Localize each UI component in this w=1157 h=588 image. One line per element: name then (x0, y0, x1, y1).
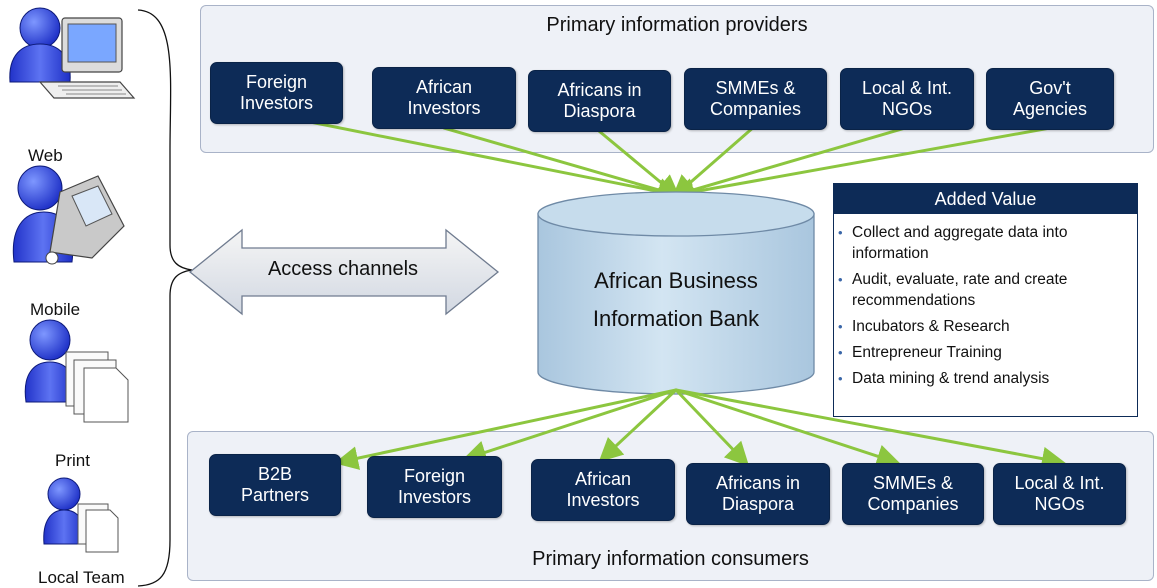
access-channels-arrow (188, 228, 500, 316)
added-value-item: Audit, evaluate, rate and create recomme… (838, 269, 1127, 311)
information-bank-label: African Business Information Bank (538, 262, 814, 338)
mobile-user-icon (12, 165, 125, 265)
computer-user-icon (9, 7, 136, 99)
added-value-title: Added Value (834, 184, 1137, 214)
provider-govt-agencies: Gov't Agencies (986, 68, 1114, 130)
added-value-item: Collect and aggregate data into informat… (838, 222, 1127, 264)
provider-smmes-companies: SMMEs & Companies (684, 68, 827, 130)
consumer-b2b-partners: B2B Partners (209, 454, 341, 516)
information-bank-database (537, 191, 815, 395)
local-team-user-icon (43, 477, 119, 553)
information-bank-line1: African Business (594, 268, 758, 293)
access-channels-label: Access channels (267, 258, 419, 280)
consumer-africans-in-diaspora: Africans in Diaspora (686, 463, 830, 525)
consumer-foreign-investors: Foreign Investors (367, 456, 502, 518)
consumers-title: Primary information consumers (532, 548, 809, 570)
added-value-item: Data mining & trend analysis (838, 368, 1127, 389)
channel-label-local-team: Local Team (38, 568, 125, 587)
consumer-african-investors: African Investors (531, 459, 675, 521)
channels-bracket (137, 9, 193, 587)
provider-arrows (273, 113, 1052, 204)
provider-african-investors: African Investors (372, 67, 516, 129)
print-user-icon (24, 319, 129, 423)
information-bank-line2: Information Bank (592, 306, 760, 331)
provider-ngos: Local & Int. NGOs (840, 68, 974, 130)
channel-label-mobile: Mobile (30, 300, 81, 319)
added-value-box: Added Value Collect and aggregate data i… (833, 183, 1138, 417)
added-value-item: Entrepreneur Training (838, 342, 1127, 363)
consumer-arrows (334, 388, 1066, 471)
providers-title: Primary information providers (546, 14, 808, 36)
channel-label-web: Web (28, 146, 63, 165)
provider-foreign-investors: Foreign Investors (210, 62, 343, 124)
added-value-item: Incubators & Research (838, 316, 1127, 337)
channel-label-print: Print (55, 451, 90, 470)
consumer-ngos: Local & Int. NGOs (993, 463, 1126, 525)
consumer-smmes-companies: SMMEs & Companies (842, 463, 984, 525)
added-value-list: Collect and aggregate data into informat… (834, 214, 1137, 389)
provider-africans-in-diaspora: Africans in Diaspora (528, 70, 671, 132)
